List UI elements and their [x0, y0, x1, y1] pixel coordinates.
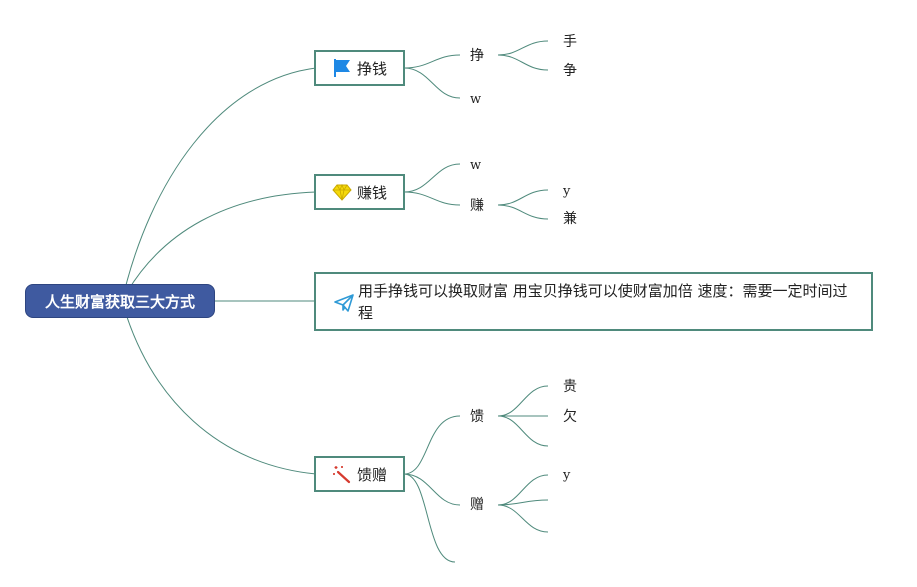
connector-kui-gui: [497, 385, 549, 417]
connector-gift-kui: [403, 415, 461, 475]
connector-zeng-y: [497, 474, 549, 506]
leaf-make-w[interactable]: w: [470, 158, 482, 173]
flag-icon: [332, 58, 352, 78]
leaf-gift-gui[interactable]: 贵: [563, 379, 577, 395]
leaf-earn-zheng2[interactable]: 争: [563, 63, 577, 79]
leaf-make-zhuan[interactable]: 赚: [470, 198, 484, 214]
connector-make-zhuan: [403, 191, 461, 206]
branch-gift-label: 馈赠: [356, 465, 387, 484]
leaf-gift-zeng[interactable]: 赠: [470, 497, 484, 513]
leaf-gift-kui[interactable]: 馈: [470, 409, 484, 425]
branch-note[interactable]: 用手挣钱可以换取财富 用宝贝挣钱可以使财富加倍 速度：需要一定时间过程: [314, 272, 873, 331]
leaf-gift-y[interactable]: y: [563, 468, 571, 483]
connector-zhuan-y: [497, 189, 549, 206]
branch-earn[interactable]: 挣钱: [314, 50, 405, 86]
paper-plane-icon: [334, 293, 354, 319]
connector-earn-zheng: [403, 54, 461, 69]
branch-note-text: 用手挣钱可以换取财富 用宝贝挣钱可以使财富加倍 速度：需要一定时间过程: [358, 281, 848, 322]
connector-zeng-empty2: [497, 504, 549, 533]
connector-zhuan-jian: [497, 204, 549, 220]
magic-wand-icon: [332, 464, 352, 484]
connector-root-make: [121, 191, 317, 302]
diamond-icon: [332, 182, 352, 202]
connector-gift-empty: [403, 473, 456, 563]
connector-root-gift: [121, 300, 317, 475]
branch-make[interactable]: 赚钱: [314, 174, 405, 210]
leaf-earn-shou[interactable]: 手: [563, 34, 577, 50]
branch-earn-label: 挣钱: [356, 59, 387, 78]
root-topic[interactable]: 人生财富获取三大方式: [25, 284, 215, 318]
leaf-earn-zheng[interactable]: 挣: [470, 48, 484, 64]
leaf-make-jian[interactable]: 兼: [563, 211, 577, 227]
connector-root-earn: [121, 67, 317, 302]
branch-gift[interactable]: 馈赠: [314, 456, 405, 492]
connector-zeng-empty1: [497, 499, 549, 506]
connector-make-w: [403, 163, 461, 193]
connector-gift-zeng: [403, 473, 461, 506]
leaf-make-y[interactable]: y: [563, 184, 571, 199]
branch-make-label: 赚钱: [356, 183, 387, 202]
connector-earn-w: [403, 67, 461, 99]
connector-zheng-zheng2: [497, 54, 549, 71]
connector-kui-empty: [497, 415, 549, 447]
root-topic-label: 人生财富获取三大方式: [44, 292, 195, 311]
leaf-earn-w[interactable]: w: [470, 92, 482, 107]
leaf-gift-qian[interactable]: 欠: [563, 409, 577, 425]
connector-zheng-shou: [497, 40, 549, 56]
